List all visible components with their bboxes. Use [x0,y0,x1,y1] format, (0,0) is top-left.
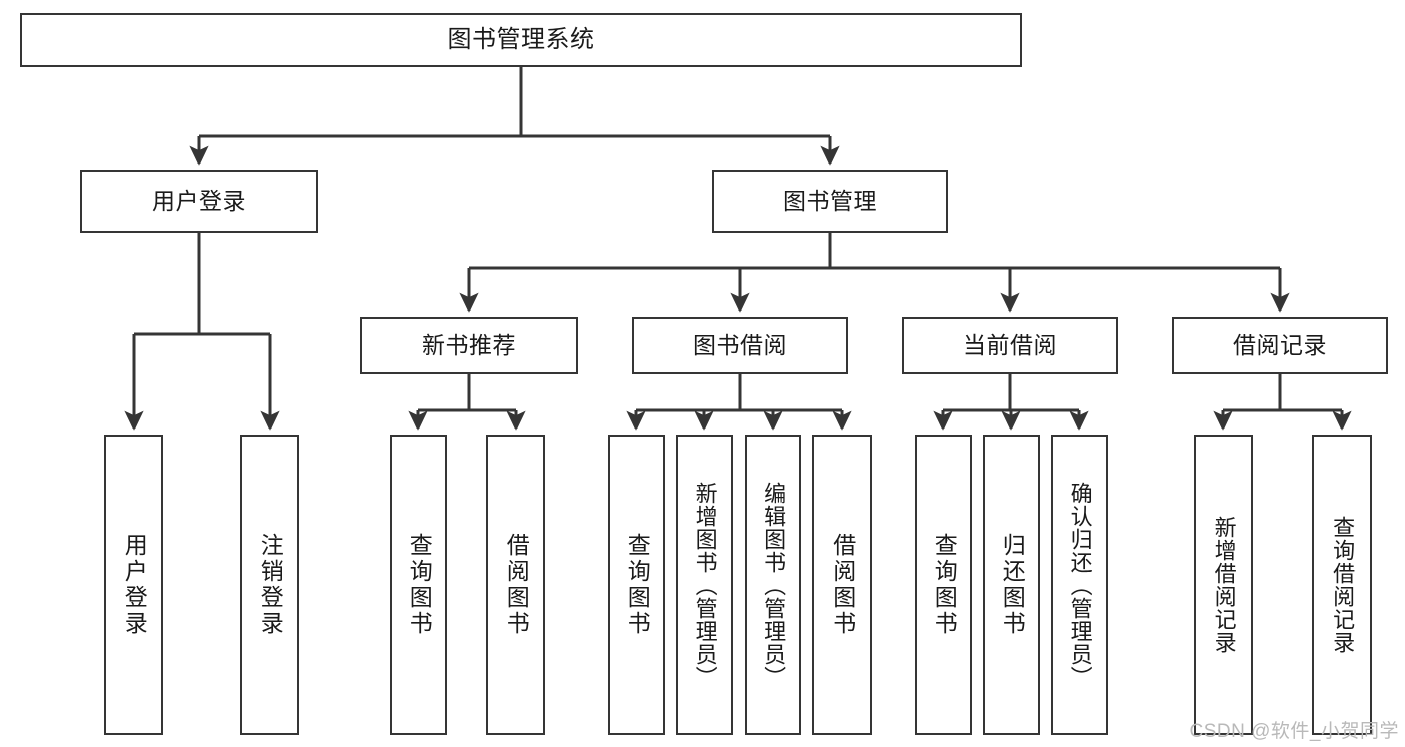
node-current-borrow[interactable]: 当前借阅 [902,317,1118,374]
node-root-system[interactable]: 图书管理系统 [20,13,1022,67]
leaf-node[interactable]: 归还图书 [983,435,1040,735]
leaf-node[interactable]: 查询图书 [608,435,665,735]
leaf-node[interactable]: 确认归还（管理员） [1051,435,1108,735]
node-new-book-recommend[interactable]: 新书推荐 [360,317,578,374]
leaf-node[interactable]: 借阅图书 [812,435,872,735]
node-borrow-records[interactable]: 借阅记录 [1172,317,1388,374]
leaf-node[interactable]: 查询图书 [915,435,972,735]
leaf-node[interactable]: 查询图书 [390,435,447,735]
leaf-node[interactable]: 借阅图书 [486,435,545,735]
watermark-text: CSDN @软件_小贺同学 [1189,721,1399,742]
leaf-node[interactable]: 编辑图书（管理员） [745,435,801,735]
node-user-login[interactable]: 用户登录 [80,170,318,233]
leaf-node[interactable]: 新增图书（管理员） [676,435,733,735]
node-book-management[interactable]: 图书管理 [712,170,948,233]
node-book-borrow[interactable]: 图书借阅 [632,317,848,374]
leaf-node[interactable]: 用户登录 [104,435,163,735]
leaf-node[interactable]: 新增借阅记录 [1194,435,1253,735]
leaf-node[interactable]: 注销登录 [240,435,299,735]
leaf-node[interactable]: 查询借阅记录 [1312,435,1372,735]
